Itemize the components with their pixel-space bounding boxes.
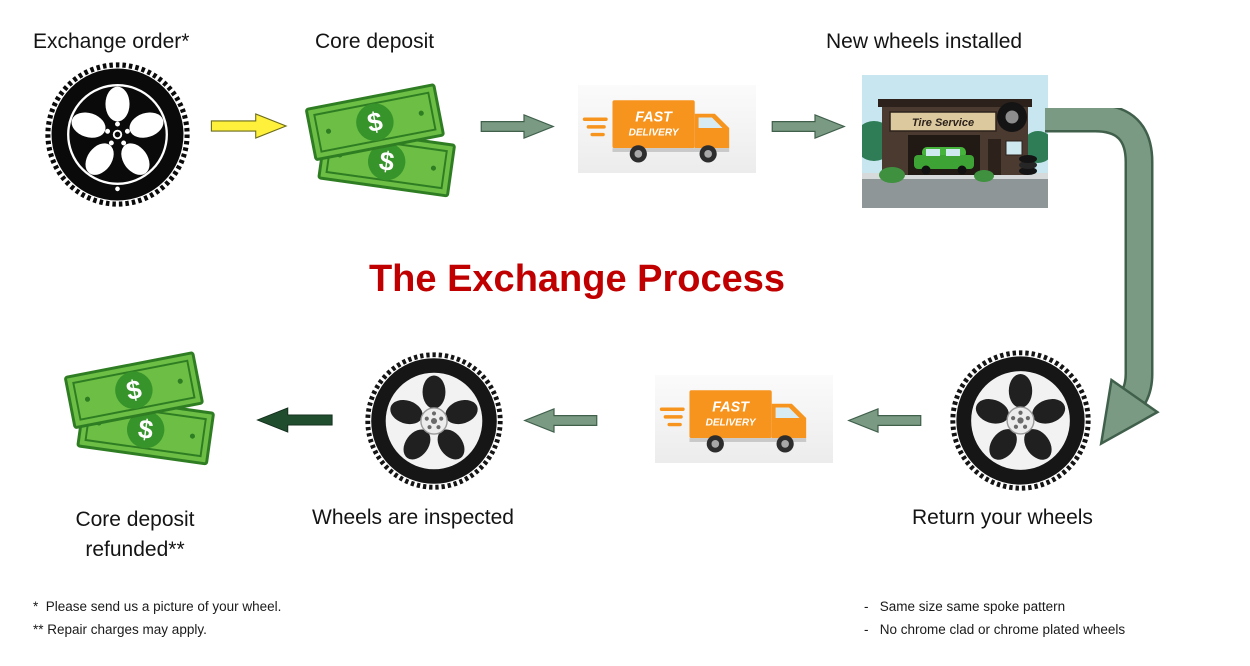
tire-shop-icon: Tire Service (862, 75, 1048, 208)
dollar-sign: $ (124, 374, 144, 406)
footnote-right-2: - No chrome clad or chrome plated wheels (864, 622, 1126, 637)
green-arrow-left-icon (843, 407, 925, 434)
truck-text-delivery: DELIVERY (706, 418, 757, 429)
truck-text-fast: FAST (712, 399, 750, 415)
dollar-sign: $ (136, 414, 155, 446)
label-exchange-order: Exchange order* (33, 30, 190, 53)
footnote-left-2: ** Repair charges may apply. (33, 622, 207, 637)
light-wheel-icon (365, 352, 503, 490)
label-core-deposit-refunded-line1: Core deposit (75, 508, 195, 531)
curved-arrow-down-left-icon (1045, 108, 1170, 463)
label-core-deposit: Core deposit (315, 30, 435, 53)
label-core-deposit-refunded: Core deposit refunded** (35, 505, 235, 566)
label-wheels-are-inspected: Wheels are inspected (312, 506, 514, 529)
label-return-your-wheels: Return your wheels (912, 506, 1093, 529)
footnote-left-1: * Please send us a picture of your wheel… (33, 599, 282, 614)
dark-green-arrow-left-icon (247, 406, 341, 434)
black-wheel-icon (45, 62, 190, 207)
footnote-right-1: - Same size same spoke pattern (864, 599, 1066, 614)
money-bill-front: $ (305, 83, 445, 161)
tire-shop-sign: Tire Service (912, 117, 974, 129)
green-arrow-right-icon (766, 113, 852, 140)
light-wheel-icon (950, 350, 1091, 491)
page-title: The Exchange Process (368, 258, 786, 300)
dollar-sign: $ (377, 146, 396, 178)
truck-text-fast: FAST (635, 109, 673, 125)
money-icon: $ $ (55, 346, 229, 468)
label-new-wheels-installed: New wheels installed (826, 30, 1023, 53)
yellow-arrow-right-icon (203, 112, 296, 140)
money-icon: $ $ (296, 78, 470, 200)
label-core-deposit-refunded-line2: refunded** (85, 538, 185, 562)
green-arrow-left-icon (518, 407, 602, 434)
delivery-truck-icon: FAST DELIVERY (578, 85, 756, 173)
delivery-truck-icon: FAST DELIVERY (655, 375, 833, 463)
truck-text-delivery: DELIVERY (629, 128, 680, 139)
green-arrow-right-icon (475, 113, 561, 140)
dollar-sign: $ (365, 106, 385, 138)
